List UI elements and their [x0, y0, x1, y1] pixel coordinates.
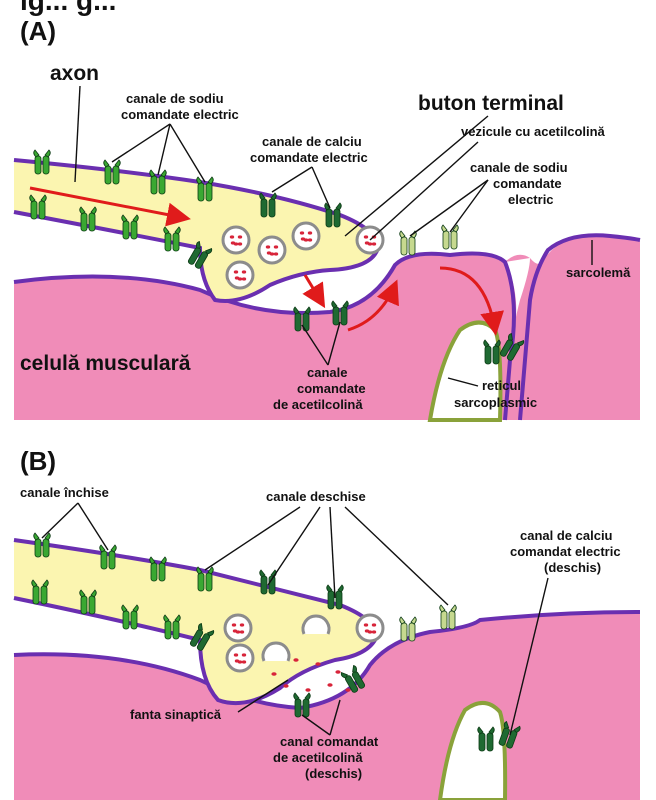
reticulum-label-1: reticul: [482, 378, 521, 393]
terminal-button-label: buton terminal: [418, 92, 564, 115]
acetylcholine-molecule: [293, 658, 298, 662]
muscle-sodium-channels-label-1: canale de sodiu: [470, 160, 568, 175]
calcium-channels-label-2: comandate electric: [250, 150, 368, 165]
ach-vesicle: [357, 615, 383, 641]
ach-channels-label-3: de acetilcolină: [273, 397, 363, 412]
acetylcholine-molecule: [283, 684, 288, 688]
muscle-cell-a-right: [505, 236, 640, 420]
ach-vesicle: [227, 262, 253, 288]
calcium-channel-open-label-3: (deschis): [544, 560, 601, 575]
ach-channels-label-2: comandate: [297, 381, 366, 396]
closed-channels-label: canale închise: [20, 485, 109, 500]
muscle-sodium-channels-label-2: comandate: [493, 176, 562, 191]
sarcolemma-label: sarcolemă: [566, 265, 631, 280]
ach-vesicle: [223, 227, 249, 253]
open-channels-label: canale deschise: [266, 489, 366, 504]
vesicles-label: vezicule cu acetilcolină: [461, 124, 606, 139]
fusing-vesicle: [303, 616, 329, 634]
calcium-channels-label-1: canale de calciu: [262, 134, 362, 149]
acetylcholine-molecule: [345, 688, 350, 692]
muscle-sodium-channel: [400, 231, 417, 255]
ach-vesicle: [225, 615, 251, 641]
synaptic-cleft-label: fanta sinaptică: [130, 707, 222, 722]
calcium-channel-open-label-1: canal de calciu: [520, 528, 613, 543]
ach-vesicle: [293, 223, 319, 249]
sodium-channels-label-1: canale de sodiu: [126, 91, 224, 106]
acetylcholine-molecule: [305, 688, 310, 692]
fusing-vesicle: [263, 643, 289, 661]
ach-vesicle: [259, 237, 285, 263]
header-fragment: ig... g...: [20, 0, 116, 16]
ach-channels-label-1: canale: [307, 365, 347, 380]
panel-a: (A) axon canale de sodiu comandate elect…: [14, 16, 640, 420]
signal-arrow-release: [305, 275, 322, 303]
ach-channel-open-label-2: de acetilcolină: [273, 750, 363, 765]
calcium-channel-open-label-2: comandat electric: [510, 544, 621, 559]
axon-label: axon: [50, 62, 99, 85]
muscle-cell-label: celulă musculară: [20, 352, 191, 375]
acetylcholine-molecule: [335, 670, 340, 674]
reticulum-label-2: sarcoplasmic: [454, 395, 537, 410]
acetylcholine-molecule: [271, 672, 276, 676]
panel-b-letter: (B): [20, 446, 56, 476]
panel-a-letter: (A): [20, 16, 56, 46]
panel-b: (B) canale închise canale deschise canal…: [14, 446, 640, 800]
acetylcholine-molecule: [327, 683, 332, 687]
sodium-channels-label-2: comandate electric: [121, 107, 239, 122]
ach-channel-open-label-1: canal comandat: [280, 734, 379, 749]
acetylcholine-molecule: [315, 662, 320, 666]
ach-vesicle: [227, 645, 253, 671]
muscle-sodium-channel-open: [440, 605, 457, 629]
muscle-sodium-channels-label-3: electric: [508, 192, 554, 207]
muscle-sodium-channel: [442, 225, 459, 249]
ach-channel-open-label-3: (deschis): [305, 766, 362, 781]
